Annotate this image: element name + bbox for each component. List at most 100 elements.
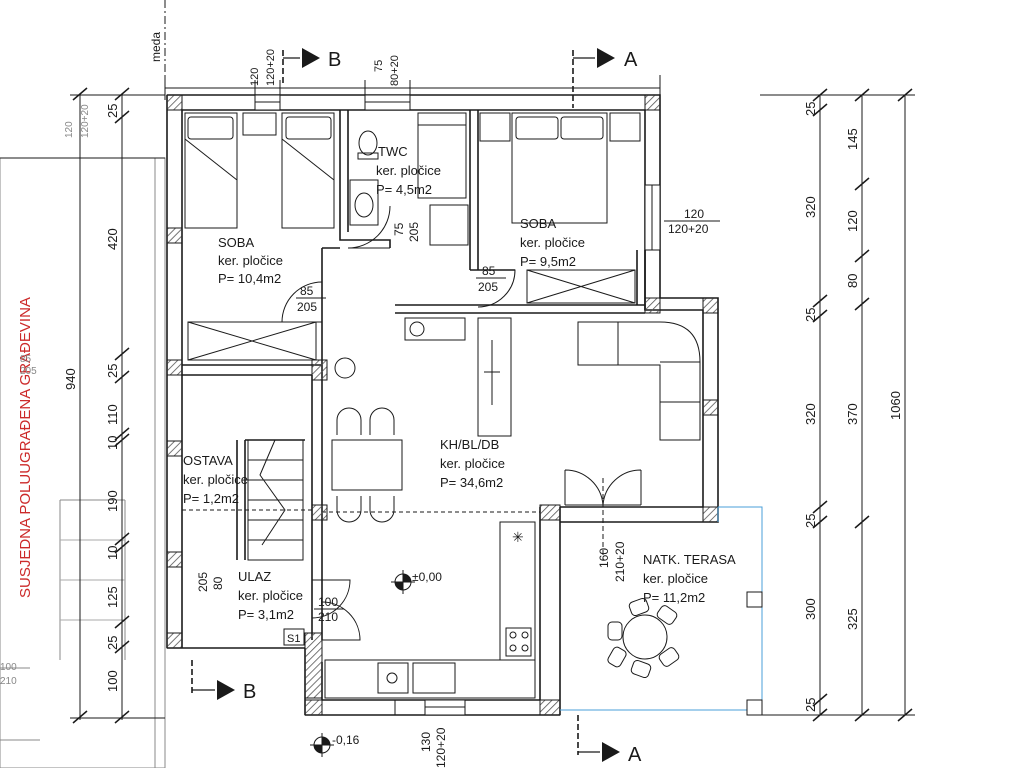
dim-label: 25: [803, 514, 818, 528]
svg-text:P= 11,2m2: P= 11,2m2: [643, 590, 705, 605]
terrace-columns: [746, 591, 763, 716]
svg-text:ker. pločice: ker. pločice: [440, 456, 505, 471]
room-soba-2: SOBA ker. pločice P= 9,5m2: [520, 216, 585, 269]
svg-text:SOBA: SOBA: [520, 216, 556, 231]
svg-text:ker. pločice: ker. pločice: [218, 253, 283, 268]
meda-label: meda: [149, 32, 163, 62]
dim-label: 80: [845, 274, 860, 288]
svg-text:P= 10,4m2: P= 10,4m2: [218, 271, 281, 286]
svg-text:ULAZ: ULAZ: [238, 569, 271, 584]
dim-label: 190: [105, 490, 120, 512]
window-label: 120: [684, 207, 704, 221]
terrace-outline: [560, 506, 763, 711]
dim-label: 320: [803, 403, 818, 425]
svg-text:ker. pločice: ker. pločice: [643, 571, 708, 586]
neighbor-building: [0, 157, 166, 768]
door-label: 205: [407, 222, 421, 242]
dim-label: 85: [20, 354, 32, 365]
section-letter: B: [243, 681, 256, 703]
door-label: 205: [196, 572, 210, 592]
svg-text:SOBA: SOBA: [218, 235, 254, 250]
structural-columns: [166, 94, 719, 716]
bed-left: [184, 112, 238, 229]
room-soba-1: SOBA ker. pločice P= 10,4m2: [218, 235, 283, 286]
wardrobe: [526, 269, 636, 304]
svg-text:S1: S1: [287, 633, 300, 645]
dim-label: 80+20: [389, 55, 401, 86]
doors: [281, 205, 642, 641]
dim-label: 25: [105, 636, 120, 650]
section-marker-b-bottom: B: [191, 660, 256, 703]
dim-label: 25: [803, 102, 818, 116]
property-line: meda: [149, 0, 166, 95]
dim-label: 25: [105, 104, 120, 118]
svg-text:P= 3,1m2: P= 3,1m2: [238, 607, 294, 622]
dim-total: 940: [63, 368, 78, 390]
dim-label: 100: [0, 662, 17, 673]
dim-label: 120+20: [80, 104, 91, 138]
left-dimension-chain: [70, 87, 165, 724]
dim-label: 300: [803, 598, 818, 620]
dim-label: 120: [64, 121, 75, 138]
right-dimension-chain: [760, 88, 915, 722]
dim-label: 10: [105, 546, 120, 560]
room-terrace: NATK. TERASA ker. pločice P= 11,2m2: [643, 552, 736, 605]
svg-text:TWC: TWC: [378, 144, 408, 159]
dim-label: 110: [105, 404, 120, 425]
walls: [166, 94, 719, 716]
door-label: 85: [482, 264, 496, 278]
dim-label: 125: [105, 586, 120, 608]
svg-text:ker. pločice: ker. pločice: [520, 235, 585, 250]
dim-label: 205: [20, 366, 37, 377]
dim-label: 120: [845, 210, 860, 232]
svg-text:KH/BL/DB: KH/BL/DB: [440, 437, 499, 452]
window-label: 120+20: [434, 727, 448, 768]
svg-text:P= 1,2m2: P= 1,2m2: [183, 491, 239, 506]
neighbor-dims: 100 210 120 120+20 85 205: [0, 104, 91, 687]
section-marker-b-top: B: [282, 48, 341, 85]
window-label: 130: [419, 732, 433, 752]
dim-label: 120+20: [265, 49, 277, 86]
double-bed: [511, 112, 608, 224]
door-label: 210: [318, 610, 338, 624]
svg-text:P= 9,5m2: P= 9,5m2: [520, 254, 576, 269]
top-dimension-line: [164, 75, 661, 100]
door-label: 205: [297, 300, 317, 314]
dim-label: 100: [105, 670, 120, 692]
svg-text:ker. pločice: ker. pločice: [183, 472, 248, 487]
section-marker-a-bottom: A: [577, 715, 642, 766]
window-label: 160: [597, 548, 611, 568]
bed-right: [281, 112, 335, 229]
dim-label: 325: [845, 608, 860, 630]
level-mark-floor: ±0,00: [391, 570, 442, 594]
right-dimension-labels: 25 320 25 320 25 300 25 145 120 80 370 3…: [803, 102, 903, 712]
dim-total: 1060: [888, 391, 903, 420]
section-marker-a-top: A: [572, 48, 638, 108]
windows: [254, 94, 661, 716]
dim-label: 25: [803, 308, 818, 322]
door-label: 205: [478, 280, 498, 294]
neighbor-label: SUSJEDNA POLUUGRAĐENA GRAĐEVINA: [17, 297, 34, 598]
svg-text:OSTAVA: OSTAVA: [183, 453, 233, 468]
furniture: [184, 112, 701, 699]
level-value: ±0,00: [412, 570, 442, 584]
door-label: 80: [211, 576, 225, 590]
dim-label: 320: [803, 196, 818, 218]
level-mark-outside: -0,16: [310, 733, 360, 757]
section-letter: A: [628, 744, 642, 766]
door-label: 100: [318, 595, 338, 609]
room-ostava: OSTAVA ker. pločice P= 1,2m2: [183, 453, 248, 506]
door-label: 85: [300, 284, 314, 298]
room-labels: SOBA ker. pločice P= 10,4m2 TWC ker. plo…: [183, 144, 736, 622]
section-letter: A: [624, 49, 638, 71]
svg-text:P= 4,5m2: P= 4,5m2: [376, 182, 432, 197]
dim-label: 10: [105, 436, 120, 450]
dim-label: 25: [105, 364, 120, 378]
left-dimension-labels: 25 420 25 110 10 190 10 125 25 100 940: [63, 104, 120, 692]
top-window-labels: 120 120+20 75 80+20: [249, 49, 401, 86]
dim-label: 75: [373, 60, 385, 72]
svg-text:P= 34,6m2: P= 34,6m2: [440, 475, 503, 490]
dim-label: 210: [0, 676, 17, 687]
terrace-table: [622, 614, 668, 660]
